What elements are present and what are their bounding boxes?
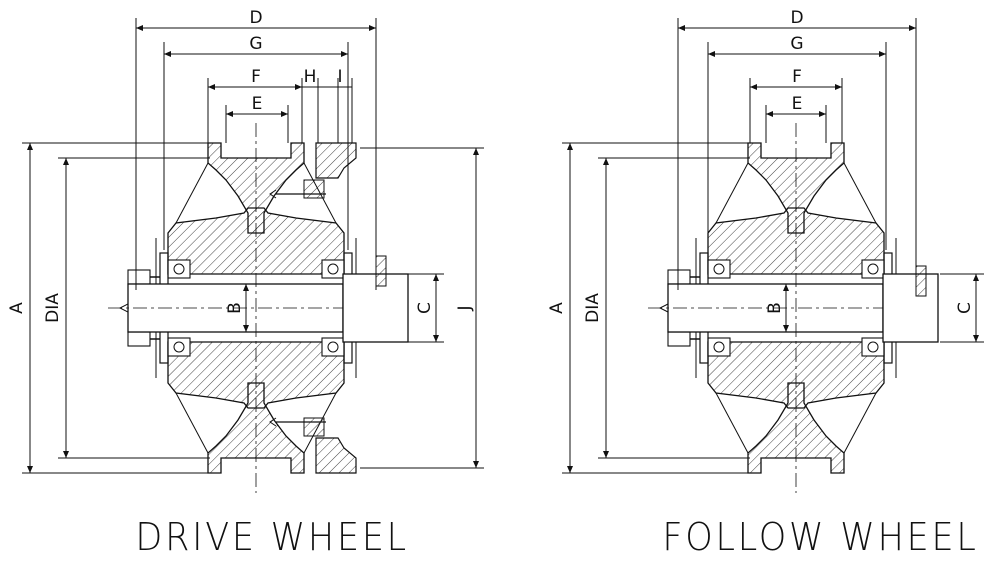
label-d: D: [790, 8, 803, 28]
label-f: F: [792, 67, 802, 87]
label-c: C: [415, 302, 435, 314]
drive-wheel-title: DRIVE WHEEL: [135, 515, 409, 559]
label-g: G: [790, 34, 803, 54]
label-a: A: [547, 302, 567, 314]
follow-wheel-drawing: [647, 122, 939, 494]
label-h: H: [304, 67, 317, 87]
label-i: I: [337, 67, 342, 87]
label-c: C: [955, 302, 975, 314]
label-g: G: [249, 34, 262, 54]
label-j: J: [455, 305, 475, 311]
label-dia: DIA: [43, 293, 63, 323]
follow-dimensions: [562, 18, 984, 474]
label-dia: DIA: [583, 293, 603, 323]
drive-labels: D G F H I E A DIA B C J: [7, 8, 475, 323]
label-a: A: [7, 302, 27, 314]
label-d: D: [249, 8, 262, 28]
label-e: E: [792, 94, 803, 114]
label-e: E: [252, 94, 263, 114]
drive-wheel-drawing: [107, 122, 409, 494]
label-f: F: [251, 67, 261, 87]
label-b: B: [765, 302, 785, 314]
follow-labels: D G F E A DIA B C: [547, 8, 975, 323]
follow-wheel-title: FOLLOW WHEEL: [662, 515, 979, 559]
drive-dimensions: [22, 18, 484, 474]
label-b: B: [225, 302, 245, 314]
